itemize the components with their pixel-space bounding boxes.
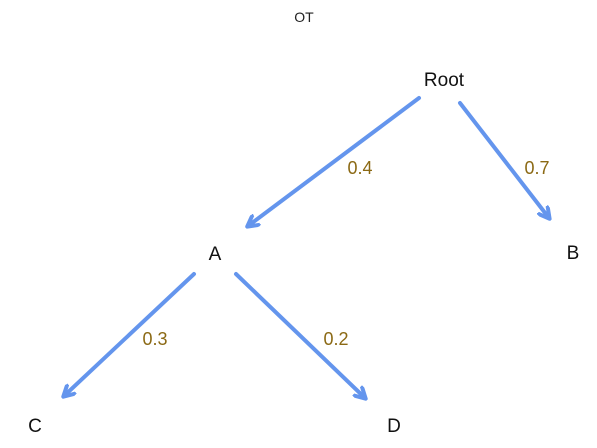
node-c: C [28,416,42,437]
edge-label: 0.2 [323,329,348,349]
edge-a-c: 0.3 [64,272,196,396]
edge-line [234,272,365,398]
edge-line [64,272,196,396]
edge-label: 0.4 [347,158,372,178]
node-b: B [567,243,580,264]
node-a: A [209,244,222,265]
edge-line [248,96,421,226]
edge-label: 0.3 [142,329,167,349]
edge-root-a: 0.4 [248,96,421,226]
edge-line [458,101,549,218]
node-root: Root [424,70,465,91]
edge-root-b: 0.7 [458,101,550,218]
node-d: D [387,416,401,437]
edge-a-d: 0.2 [234,272,365,398]
diagram-title: OT [294,9,314,25]
edge-label: 0.7 [524,158,549,178]
